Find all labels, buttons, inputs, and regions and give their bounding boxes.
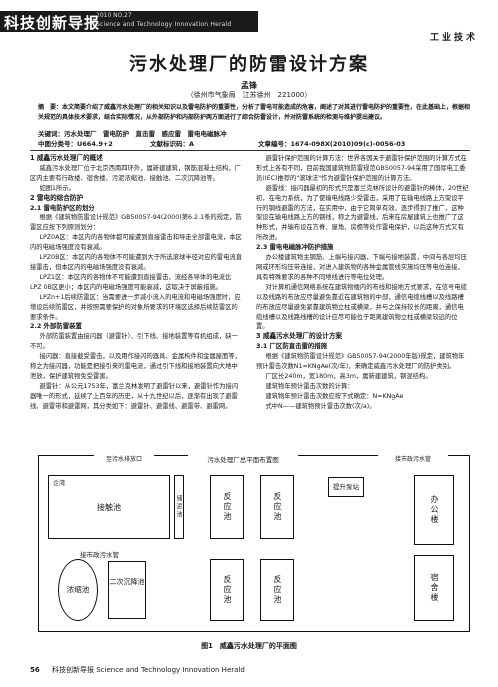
paragraph: 避雷线：接闪器最初的形式只是富兰克林所设计的避雷针的棒体，20世纪初，在电力系统… (256, 184, 469, 242)
section-heading: 1 威鑫污水处理厂的概述 (30, 154, 103, 162)
keywords: 关键词：污水处理厂 雷电防护 直击雷 感应雷 雷电电磁脉冲 (38, 130, 227, 138)
section-heading: 2 雷电的综合防护 (30, 193, 84, 202)
clc-number: 中图分类号：U664.9+2 (38, 140, 113, 148)
label-outfall: 至污水排放口 (94, 454, 154, 464)
paragraph: LPZ1区：本区内的各物体不可能遭到直接雷击，流经各导体的电流比LPZ 0B区更… (30, 273, 232, 291)
section-heading: 3 威鑫污水处理厂的设计方案 (256, 332, 343, 341)
paragraph: 接闪器：直接截受雷击，以及用作接闪的器具、金属构件和金属屋面等，称之为接闪器，功… (30, 353, 241, 380)
reactor-tank-1: 反应池 (210, 475, 244, 539)
paragraph: 外部防雷装置由接闪器（避雷针）、引下线、接地装置等有机组成，缺一不可。 (30, 333, 238, 351)
journal-name-en: Science and Technology Innovation Herald (96, 21, 232, 28)
paragraph: 式中N——建筑物预计雷击次数(次/a)。 (265, 402, 376, 410)
paragraph: LPZ0A区：本区内的各物体都可能遭到直接雷击和导走全部雷电流，本区内的电磁场强… (30, 234, 242, 252)
paragraph: LPZn+1后续防雷区：当需要进一步减小流入的电流和电磁场强度时，应增设后续防雷… (30, 293, 241, 321)
article-number: 文章编号：1674-098X(2010)09(c)-0056-03 (258, 140, 406, 148)
label-contact: 接触池 (97, 503, 121, 512)
issue-number: 2010 NO.27 (96, 12, 132, 19)
section-label: 工业技术 (430, 33, 479, 43)
paragraph: 对计算机通信网络系统在建筑物楼内的布线和接地方式要求，在信号电缆以及线路的布放应… (256, 283, 467, 331)
pump-station: 提升泵站 (328, 477, 364, 497)
footer-journal: 科技创新导报 Science and Technology Innovation… (51, 666, 245, 674)
masthead-bar (0, 11, 258, 32)
reactor-tank-3: 反应池 (210, 559, 244, 621)
paragraph: 建筑物年预计雷击次数的计算： (265, 382, 354, 390)
affiliation: （徐州市气象局 江苏徐州 221000） (186, 91, 312, 99)
section-heading: 2.3 雷电电磁脉冲防护措施 (256, 243, 334, 252)
left-column: 1 威鑫污水处理厂的概述威鑫污水处理厂位于北京西南四环外，属新建建筑，钢筋混凝土… (30, 154, 242, 412)
paragraph: 根据《建筑物防雷设计规范》GB50057-94(2000年版)规定，建筑物年预计… (256, 353, 465, 371)
section-heading: 2.2 外部防雷装置 (30, 322, 82, 331)
contact-tank: 企湾 接触池 (48, 475, 170, 539)
secondary-settling-tank: 二次沉降池 (108, 561, 146, 619)
paragraph: 建筑物年预计雷击次数应按下式确定：N=KNgAe (265, 392, 404, 400)
label-inlet: 接市政污水管 (378, 454, 448, 464)
paragraph: 威鑫污水处理厂位于北京西南四环外，属新建建筑，钢筋混凝土结构，厂区内主要有行政楼… (30, 164, 241, 182)
paragraph: 厂区长240m，宽180m，高3m，属新建建筑，钢混结构。 (265, 372, 432, 380)
reactor-tank-2: 反应池 (260, 475, 294, 539)
section-heading: 3.1 厂区防直击雷的措施 (256, 342, 328, 351)
paragraph: 如图1所示。 (39, 184, 75, 192)
reactor-tank-4: 反应池 (260, 559, 294, 621)
label-bay: 企湾 (53, 480, 66, 487)
dormitory-building: 宿舍楼 (414, 555, 454, 621)
paragraph: 办公楼建筑物主钢筋、上端与接闪器，下端与接地装置，中间与各层均压网或环形均压带连… (256, 254, 467, 281)
label-plan-title: 污水处理厂总平面布置图 (188, 454, 298, 464)
article-title: 污水处理厂的防雷设计方案 (129, 54, 369, 75)
page-footer: 56 科技创新导报 Science and Technology Innovat… (30, 665, 245, 675)
sludge-pond: 储泥池 (174, 475, 184, 539)
journal-name: 科技创新导报 (4, 14, 101, 32)
paragraph: 根据《建筑物防雷设计规范》GB50057-94(2000)第6.2.1条的规定，… (30, 214, 242, 232)
label-sludge-pipe: 接市政污水管 (80, 551, 119, 559)
office-building: 办公楼 (414, 475, 454, 545)
paragraph: 避雷针保护范围的计算方法：世界各国关于避雷针保护范围的计算方式在形式上各有不同，… (256, 155, 467, 182)
figure-caption: 图1 威鑫污水处理厂的平面图 (201, 642, 297, 650)
thickener-tank: 浓缩池 (58, 559, 98, 621)
header-rule (30, 150, 470, 151)
site-plan-figure: 至污水排放口 污水处理厂总平面布置图 接市政污水管 企湾 接触池 储泥池 反应池… (38, 454, 470, 632)
section-heading: 2.1 雷电防护区的划分 (30, 203, 95, 212)
paragraph: 避雷针：从公元1753年，富兰克林发明了避雷针以来，避雷针作为接闪器唯一的形式，… (30, 382, 239, 410)
right-column: 避雷针保护范围的计算方法：世界各国关于避雷针保护范围的计算方式在形式上各有不同，… (256, 154, 470, 412)
page-number: 56 (30, 666, 40, 674)
abstract: 摘 要：本文简要介绍了威鑫污水处理厂的相关知识以及雷电防护的重要性，分析了雷电可… (38, 104, 471, 121)
document-code: 文献标识码：A (150, 140, 195, 148)
author: 孟锋 (241, 81, 257, 90)
paragraph: LPZ0B区：本区内的各物体不可能遭到大于所选滚球半径对应的雷电流直接雷击，但本… (30, 254, 242, 271)
